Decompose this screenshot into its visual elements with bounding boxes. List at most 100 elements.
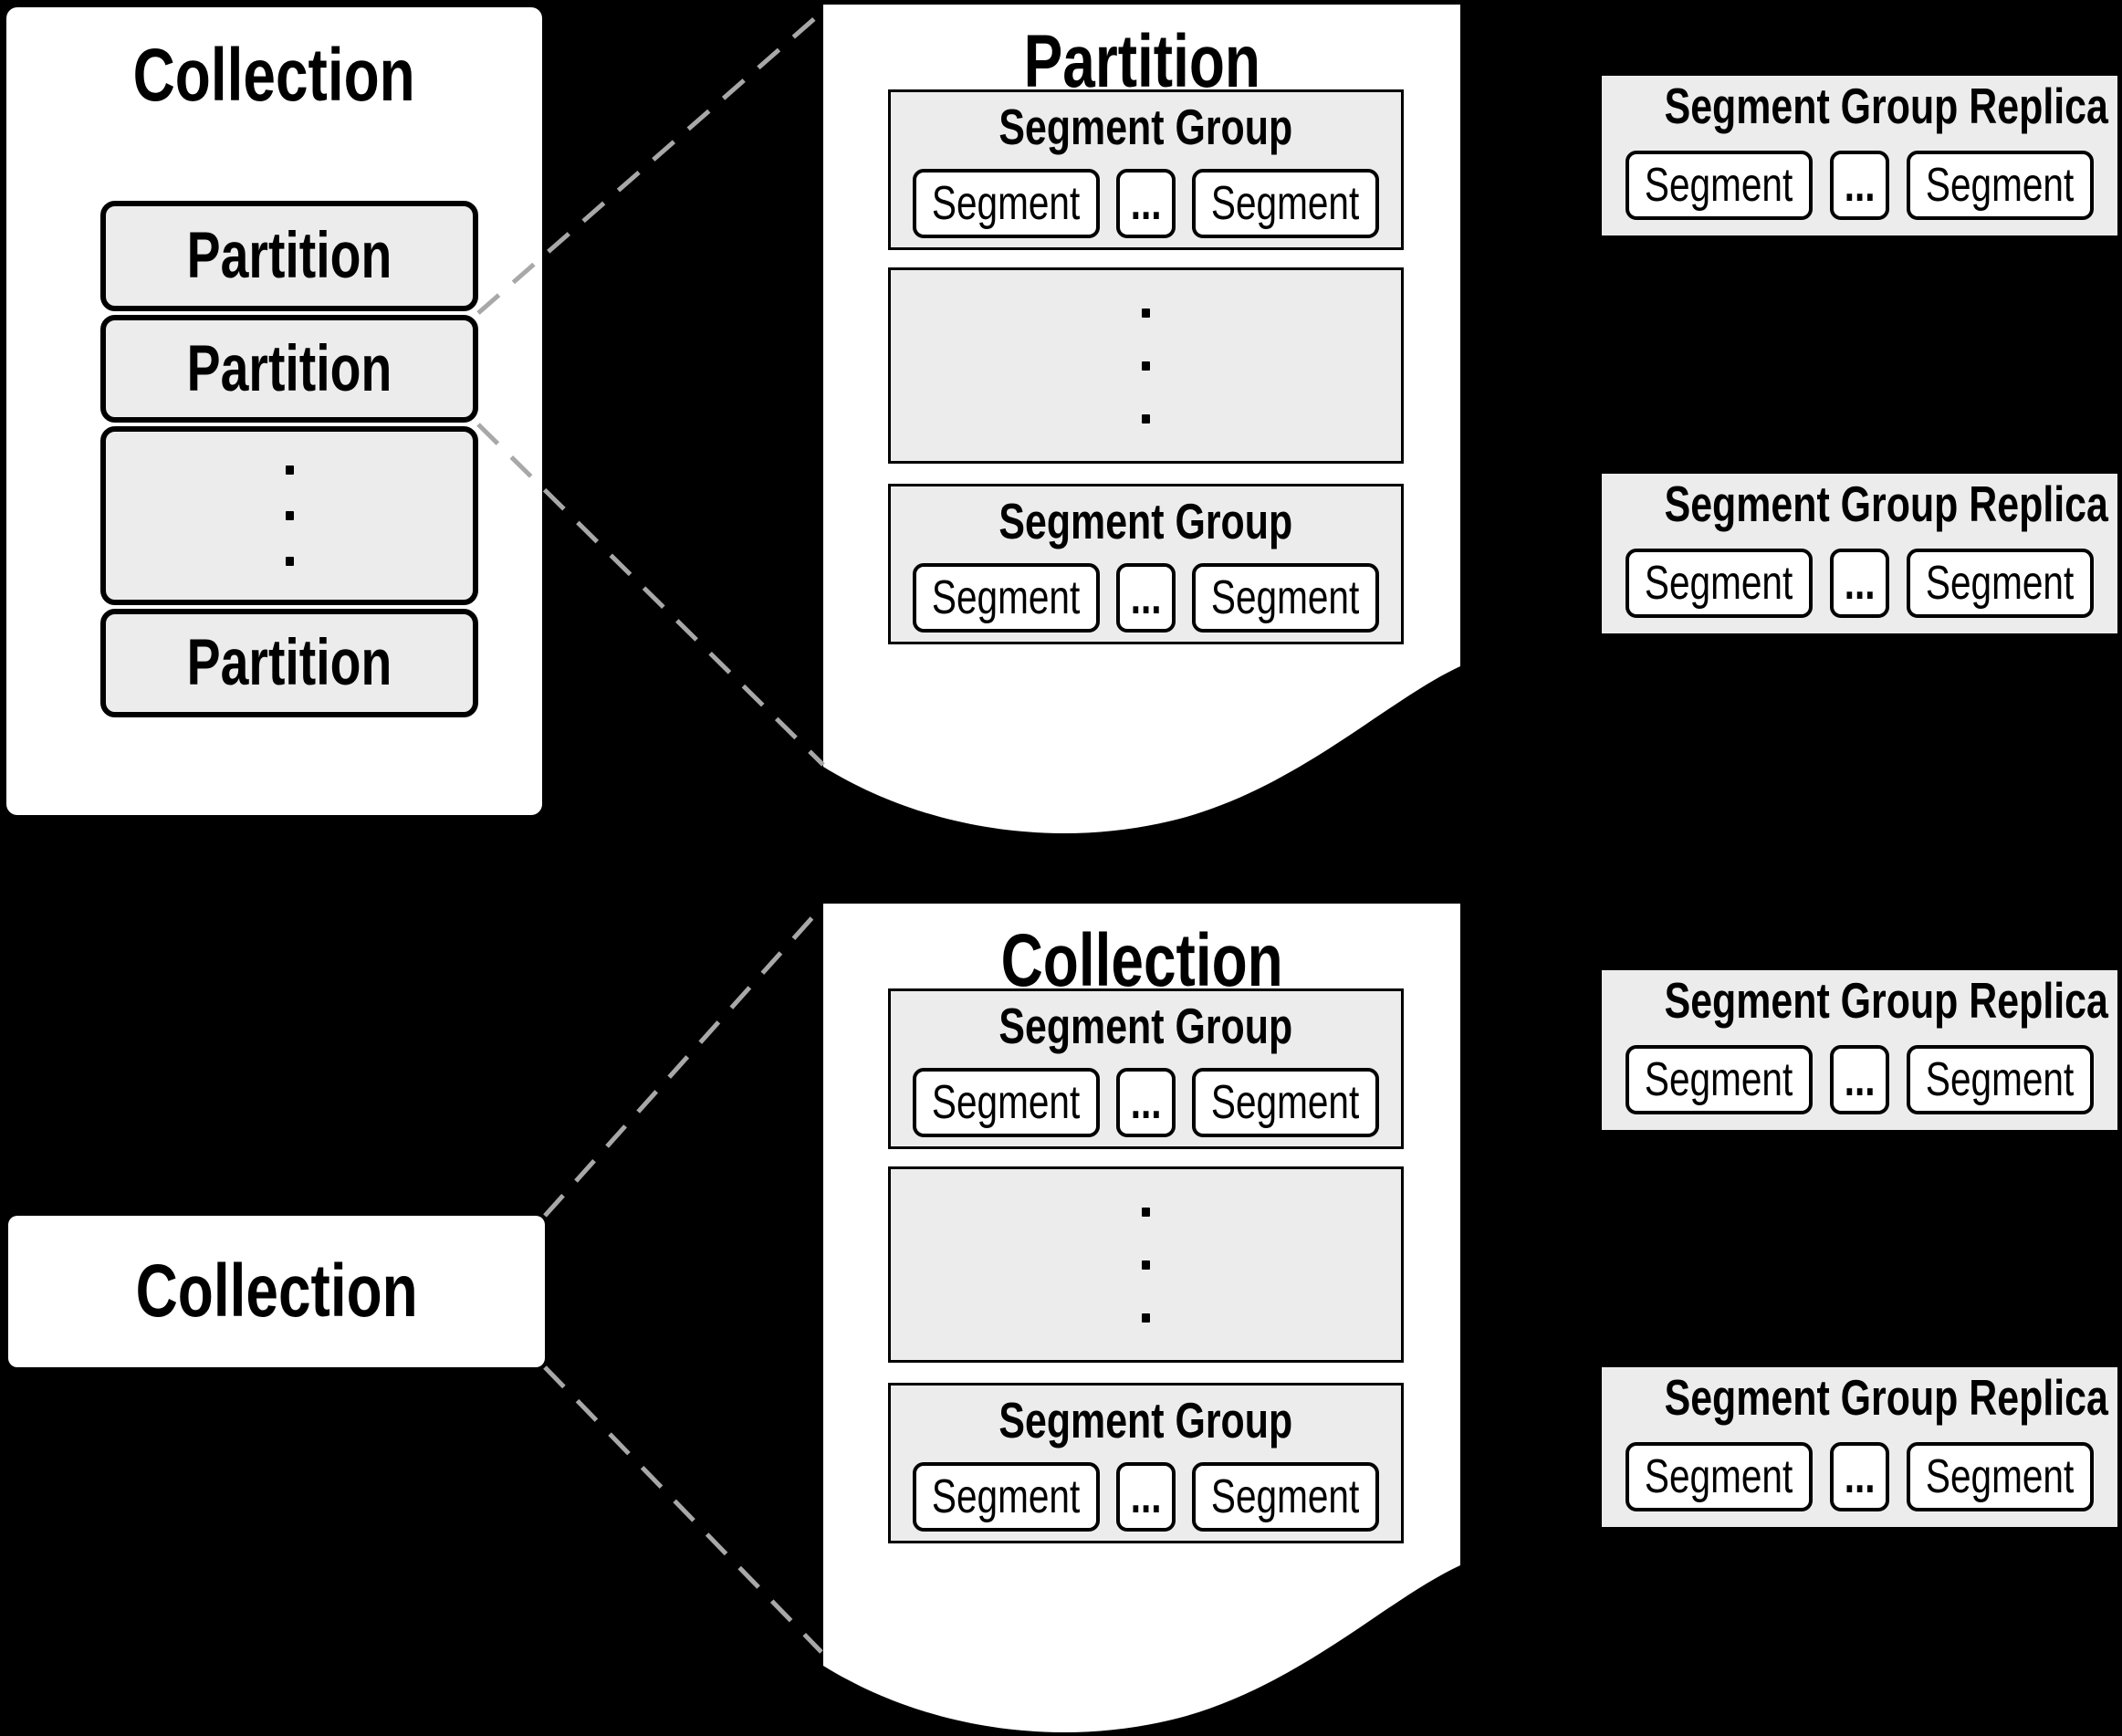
replica-title-text: Segment Group Replica bbox=[1664, 972, 2108, 1029]
segment-label: Segment bbox=[1645, 1450, 1793, 1503]
segment-row: Segment ... Segment bbox=[1602, 1045, 2117, 1114]
connector-line-collection-top bbox=[543, 904, 825, 1218]
segment-label: Segment bbox=[932, 1470, 1081, 1523]
segment-label: Segment bbox=[1926, 159, 2075, 212]
segment-group-title-text: Segment Group bbox=[998, 998, 1293, 1054]
ellipsis-label: ... bbox=[1844, 1053, 1876, 1106]
document-title: Partition bbox=[823, 12, 1460, 112]
ellipsis-label: ... bbox=[1844, 1450, 1876, 1503]
collection-panel-title: Collection bbox=[6, 26, 542, 126]
segment-label: Segment bbox=[932, 177, 1081, 230]
collection-panel: Collection Partition Partition Partition bbox=[6, 7, 542, 815]
replica-title: Segment Group Replica bbox=[1602, 76, 2117, 137]
segment-group-replica-box: Segment Group Replica Segment ... Segmen… bbox=[1602, 474, 2117, 633]
segment-row: Segment ... Segment bbox=[1602, 151, 2117, 220]
segment-box: Segment bbox=[1625, 151, 1813, 220]
segment-label: Segment bbox=[1211, 571, 1360, 624]
replica-title: Segment Group Replica bbox=[1602, 474, 2117, 535]
document-title-text: Collection bbox=[1000, 919, 1283, 1002]
partition-row: Partition bbox=[100, 201, 478, 311]
segment-group-title-text: Segment Group bbox=[998, 493, 1293, 549]
partition-row-label: Partition bbox=[186, 220, 392, 292]
ellipsis-box: ... bbox=[1116, 563, 1176, 633]
segment-box: Segment bbox=[1192, 169, 1379, 238]
segment-label: Segment bbox=[1926, 1450, 2075, 1503]
document-title: Collection bbox=[823, 911, 1460, 1011]
collection-document: Collection Segment Group Segment ... Seg… bbox=[823, 904, 1460, 1736]
segment-group-title: Segment Group bbox=[891, 486, 1401, 556]
segment-group-box: Segment Group Segment ... Segment bbox=[888, 484, 1404, 644]
ellipsis-label: ... bbox=[1844, 159, 1876, 212]
segment-box: Segment bbox=[1625, 549, 1813, 618]
segment-box: Segment bbox=[1192, 1068, 1379, 1137]
segment-group-replica-box: Segment Group Replica Segment ... Segmen… bbox=[1602, 970, 2117, 1130]
partition-row-label: Partition bbox=[186, 627, 392, 699]
segment-label: Segment bbox=[1645, 159, 1793, 212]
segment-label: Segment bbox=[932, 1076, 1081, 1129]
connector-line-collection-bottom bbox=[543, 1365, 823, 1654]
segment-row: Segment ... Segment bbox=[891, 563, 1401, 633]
replica-title-text: Segment Group Replica bbox=[1664, 476, 2108, 532]
ellipsis-box: ... bbox=[1830, 151, 1889, 220]
collection-panel-title-text: Collection bbox=[132, 34, 416, 117]
segment-row: Segment ... Segment bbox=[1602, 1442, 2117, 1511]
vertical-ellipsis-icon bbox=[1142, 308, 1150, 424]
segment-box: Segment bbox=[1192, 563, 1379, 633]
segment-group-title-text: Segment Group bbox=[998, 1392, 1293, 1448]
replica-title: Segment Group Replica bbox=[1602, 1367, 2117, 1428]
replica-title-text: Segment Group Replica bbox=[1664, 78, 2108, 134]
segment-label: Segment bbox=[1926, 1053, 2075, 1106]
ellipsis-label: ... bbox=[1130, 1076, 1162, 1129]
segment-group-replica-box: Segment Group Replica Segment ... Segmen… bbox=[1602, 76, 2117, 235]
ellipsis-box: ... bbox=[1830, 549, 1889, 618]
segment-label: Segment bbox=[1211, 177, 1360, 230]
segment-label: Segment bbox=[1645, 1053, 1793, 1106]
segment-label: Segment bbox=[1926, 557, 2075, 610]
collection-node-title: Collection bbox=[135, 1250, 418, 1333]
segment-row: Segment ... Segment bbox=[891, 1462, 1401, 1532]
vertical-ellipsis-icon bbox=[285, 465, 294, 566]
segment-box: Segment bbox=[913, 1462, 1100, 1532]
ellipsis-label: ... bbox=[1130, 177, 1162, 230]
segment-box: Segment bbox=[913, 1068, 1100, 1137]
collection-node: Collection bbox=[8, 1216, 545, 1367]
segment-group-box: Segment Group Segment ... Segment bbox=[888, 89, 1404, 250]
segment-group-ellipsis-box bbox=[888, 1166, 1404, 1363]
segment-group-title: Segment Group bbox=[891, 92, 1401, 162]
segment-group-box: Segment Group Segment ... Segment bbox=[888, 1383, 1404, 1543]
segment-label: Segment bbox=[932, 571, 1081, 624]
replica-title-text: Segment Group Replica bbox=[1664, 1369, 2108, 1426]
ellipsis-box: ... bbox=[1830, 1045, 1889, 1114]
segment-row: Segment ... Segment bbox=[891, 169, 1401, 238]
segment-group-ellipsis-box bbox=[888, 267, 1404, 464]
document-title-text: Partition bbox=[1023, 20, 1260, 103]
replica-title: Segment Group Replica bbox=[1602, 970, 2117, 1031]
segment-label: Segment bbox=[1211, 1076, 1360, 1129]
segment-group-title: Segment Group bbox=[891, 991, 1401, 1061]
ellipsis-box: ... bbox=[1116, 1068, 1176, 1137]
segment-box: Segment bbox=[1907, 151, 2094, 220]
ellipsis-box: ... bbox=[1830, 1442, 1889, 1511]
vertical-ellipsis-icon bbox=[1142, 1207, 1150, 1323]
segment-box: Segment bbox=[1192, 1462, 1379, 1532]
partition-document: Partition Segment Group Segment ... Segm… bbox=[823, 5, 1460, 863]
segment-box: Segment bbox=[1907, 1442, 2094, 1511]
partition-row-label: Partition bbox=[186, 332, 392, 405]
segment-box: Segment bbox=[1907, 1045, 2094, 1114]
ellipsis-box: ... bbox=[1116, 169, 1176, 238]
segment-group-box: Segment Group Segment ... Segment bbox=[888, 988, 1404, 1149]
partition-row-ellipsis bbox=[100, 426, 478, 605]
segment-label: Segment bbox=[1211, 1470, 1360, 1523]
ellipsis-label: ... bbox=[1844, 557, 1876, 610]
segment-group-title-text: Segment Group bbox=[998, 99, 1293, 155]
segment-box: Segment bbox=[1625, 1045, 1813, 1114]
segment-box: Segment bbox=[913, 169, 1100, 238]
ellipsis-label: ... bbox=[1130, 571, 1162, 624]
segment-box: Segment bbox=[1907, 549, 2094, 618]
ellipsis-box: ... bbox=[1116, 1462, 1176, 1532]
segment-label: Segment bbox=[1645, 557, 1793, 610]
partition-row: Partition bbox=[100, 609, 478, 717]
segment-row: Segment ... Segment bbox=[891, 1068, 1401, 1137]
segment-group-replica-box: Segment Group Replica Segment ... Segmen… bbox=[1602, 1367, 2117, 1527]
segment-box: Segment bbox=[913, 563, 1100, 633]
